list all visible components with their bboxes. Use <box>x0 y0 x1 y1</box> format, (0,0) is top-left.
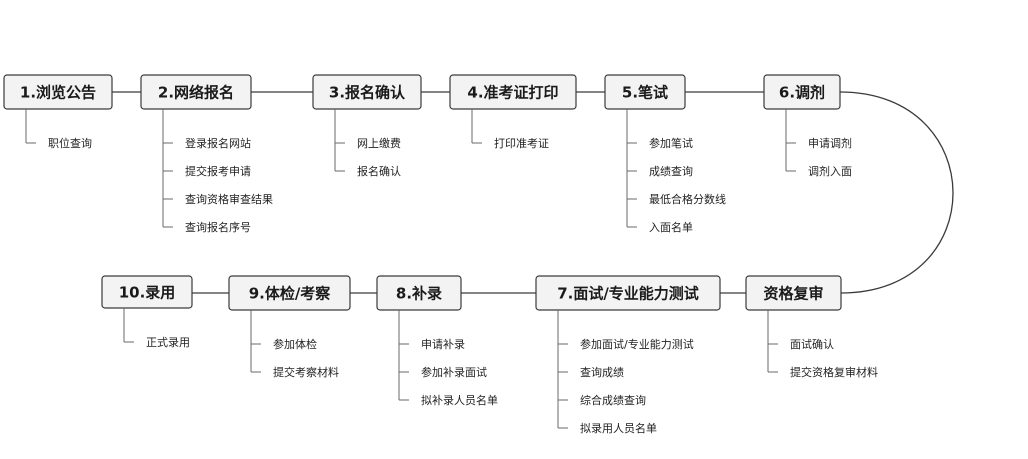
step-label: 资格复审 <box>763 285 823 303</box>
sub-item-label: 调剂入面 <box>808 164 852 178</box>
step-box <box>763 74 841 110</box>
step-box <box>140 74 252 110</box>
step-box <box>535 275 721 311</box>
step-label: 4.准考证打印 <box>467 84 558 102</box>
sub-item-label: 网上缴费 <box>357 136 401 150</box>
step-label: 10.录用 <box>119 284 176 302</box>
sub-item-label: 正式录用 <box>146 336 190 349</box>
step-box <box>228 275 351 311</box>
sub-item-label: 提交报考申请 <box>185 164 251 178</box>
sub-item-label: 拟录用人员名单 <box>580 421 657 435</box>
connector-lines <box>112 91 954 294</box>
step-label: 7.面试/专业能力测试 <box>557 285 699 303</box>
step-label: 6.调剂 <box>779 84 825 102</box>
step-box <box>312 74 422 110</box>
sub-item-label: 打印准考证 <box>494 136 549 150</box>
step-label: 2.网络报名 <box>158 84 234 102</box>
sub-item-label: 成绩查询 <box>649 164 693 178</box>
step-label: 8.补录 <box>396 285 442 303</box>
sub-item-label: 提交资格复审材料 <box>790 365 878 379</box>
sub-item-label: 参加补录面试 <box>421 365 487 379</box>
step-label: 9.体检/考察 <box>249 285 332 303</box>
flow-connector-s6-s6b-curve <box>839 91 954 294</box>
sub-item-label: 查询资格审查结果 <box>185 192 273 206</box>
sub-item-label: 面试确认 <box>790 338 834 351</box>
sub-item-label: 参加体检 <box>273 337 317 351</box>
sub-item-label: 提交考察材料 <box>273 365 339 379</box>
step-box <box>376 275 462 311</box>
sub-item-label: 职位查询 <box>48 136 92 150</box>
sub-item-label: 拟补录人员名单 <box>421 393 498 407</box>
step-label: 1.浏览公告 <box>20 84 96 102</box>
sub-item-label: 查询成绩 <box>580 365 624 379</box>
sub-item-label: 最低合格分数线 <box>649 192 726 206</box>
sub-item-label: 综合成绩查询 <box>580 393 646 407</box>
step-box <box>101 275 193 309</box>
step-box <box>3 74 113 110</box>
step-label: 5.笔试 <box>622 84 668 102</box>
step-box <box>745 275 842 311</box>
sub-item-label: 查询报名序号 <box>185 220 251 234</box>
sub-item-label: 参加面试/专业能力测试 <box>580 337 694 351</box>
step-box <box>604 74 686 110</box>
sub-item-label: 报名确认 <box>357 164 401 178</box>
sub-item-label: 登录报名网站 <box>185 136 251 150</box>
step-label: 3.报名确认 <box>329 84 406 102</box>
sub-item-label: 参加笔试 <box>649 136 693 150</box>
sub-item-label: 申请补录 <box>421 338 465 351</box>
sub-item-label: 申请调剂 <box>808 136 852 150</box>
step-box <box>449 74 577 110</box>
sub-item-label: 入面名单 <box>649 220 693 234</box>
